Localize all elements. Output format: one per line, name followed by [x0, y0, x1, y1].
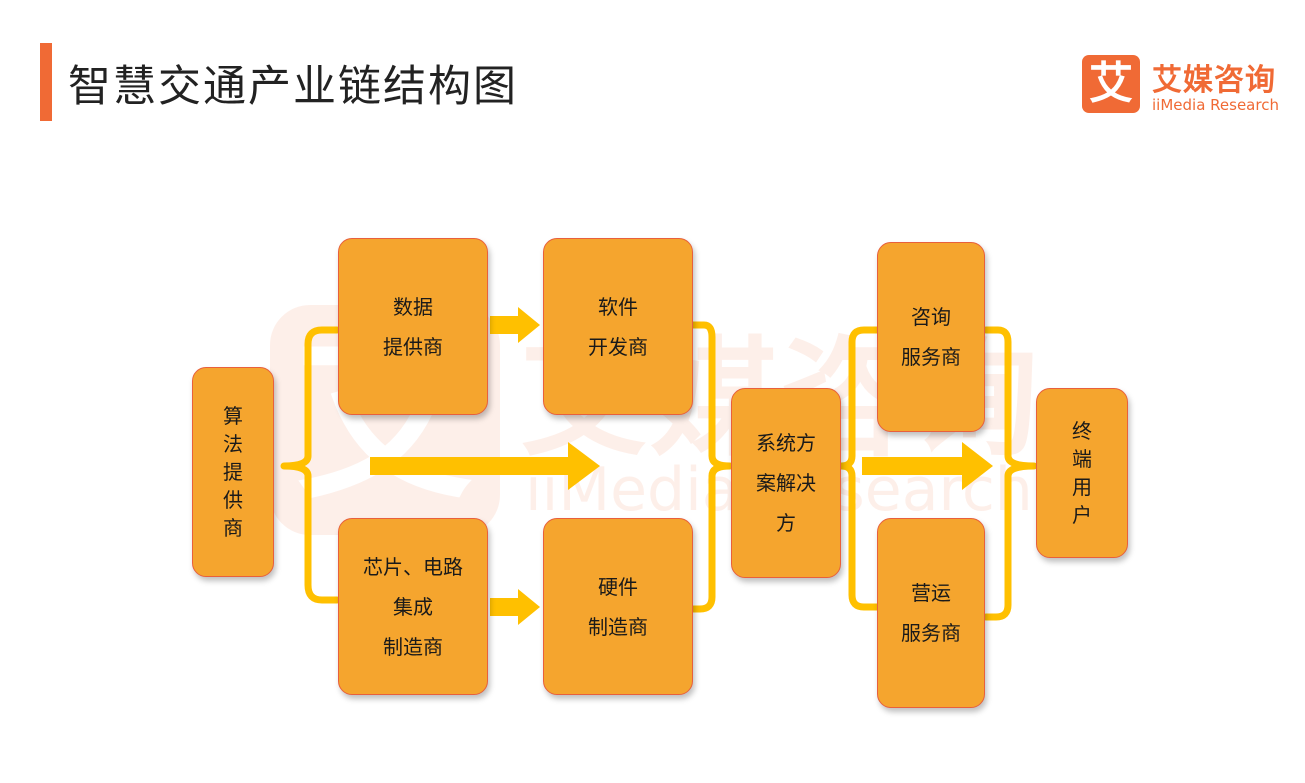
node-operation-service-label: 营运 服务商	[901, 581, 961, 645]
node-algorithm-provider: 算 法 提 供 商	[192, 367, 274, 577]
node-hardware-manufacturer-label: 硬件 制造商	[588, 574, 648, 639]
node-software-developer-label: 软件 开发商	[588, 294, 648, 359]
node-chip-manufacturer-label: 芯片、电路 集成 制造商	[363, 554, 463, 659]
logo-name-en: iiMedia Research	[1152, 96, 1279, 114]
node-algorithm-provider-label: 算 法 提 供 商	[223, 404, 243, 540]
node-hardware-manufacturer: 硬件 制造商	[543, 518, 693, 695]
arrow-solution-to-end-user	[862, 442, 993, 490]
node-solution-provider-label: 系统方 案解决 方	[756, 431, 816, 535]
node-chip-manufacturer: 芯片、电路 集成 制造商	[338, 518, 488, 695]
node-end-user: 终 端 用 户	[1036, 388, 1128, 558]
node-operation-service: 营运 服务商	[877, 518, 985, 708]
bracket-enduser-merge	[982, 326, 1038, 621]
logo-name-cn: 艾媒咨询	[1152, 63, 1276, 98]
node-consulting-service: 咨询 服务商	[877, 242, 985, 432]
node-solution-provider: 系统方 案解决 方	[731, 388, 841, 578]
page-title: 智慧交通产业链结构图	[68, 62, 518, 112]
bracket-solution-merge	[688, 321, 734, 613]
bracket-algorithm-split	[280, 326, 341, 604]
brand-logo: 艾 艾媒咨询 iiMedia Research	[1082, 55, 1292, 117]
node-data-provider: 数据 提供商	[338, 238, 488, 415]
node-end-user-label: 终 端 用 户	[1072, 419, 1092, 527]
arrow-algorithm-to-solution	[370, 442, 600, 490]
bracket-solution-split	[837, 326, 882, 611]
node-consulting-service-label: 咨询 服务商	[901, 305, 961, 369]
node-data-provider-label: 数据 提供商	[383, 294, 443, 359]
arrow-chip-to-hardware	[490, 589, 540, 625]
logo-mark: 艾	[1082, 55, 1140, 113]
arrow-data-to-software	[490, 307, 540, 343]
title-accent-bar	[40, 43, 52, 121]
node-software-developer: 软件 开发商	[543, 238, 693, 415]
